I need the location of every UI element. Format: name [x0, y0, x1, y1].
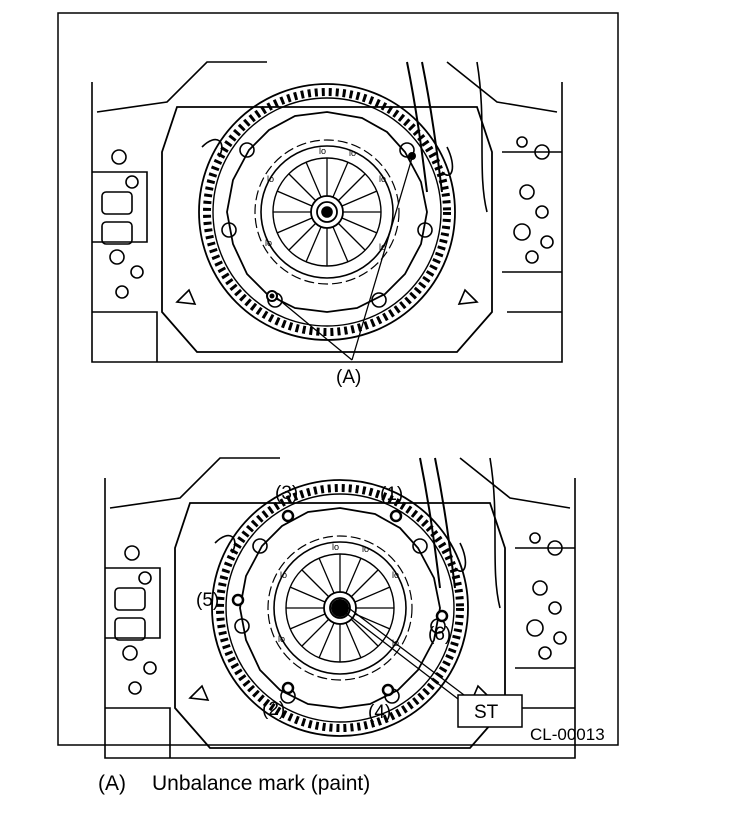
label-a: (A): [336, 367, 361, 388]
legend-text: Unbalance mark (paint): [152, 772, 371, 795]
bolt-label-5: (5): [196, 590, 219, 611]
bolt-label-3: (3): [275, 483, 298, 504]
bolt-label-1: (1): [380, 484, 403, 505]
tool-label: ST: [474, 702, 499, 723]
st-box: [457, 694, 523, 728]
legend-row: (A) Unbalance mark (paint): [98, 772, 370, 796]
label-a-leaders: [276, 157, 413, 361]
legend-key: (A): [98, 772, 126, 795]
st-leaders: [341, 605, 469, 703]
clutch-installation-diagram: lo lo lo lo lo lo (A): [57, 12, 619, 760]
bottom-assembly-drawing: [105, 458, 575, 758]
top-assembly-drawing: [92, 62, 562, 362]
bolt-label-6: (6): [428, 624, 451, 645]
figure-code: CL-00013: [530, 725, 605, 744]
figure-frame: [57, 12, 619, 746]
bolt-label-4: (4): [368, 702, 391, 723]
bolt-label-2: (2): [262, 699, 285, 720]
